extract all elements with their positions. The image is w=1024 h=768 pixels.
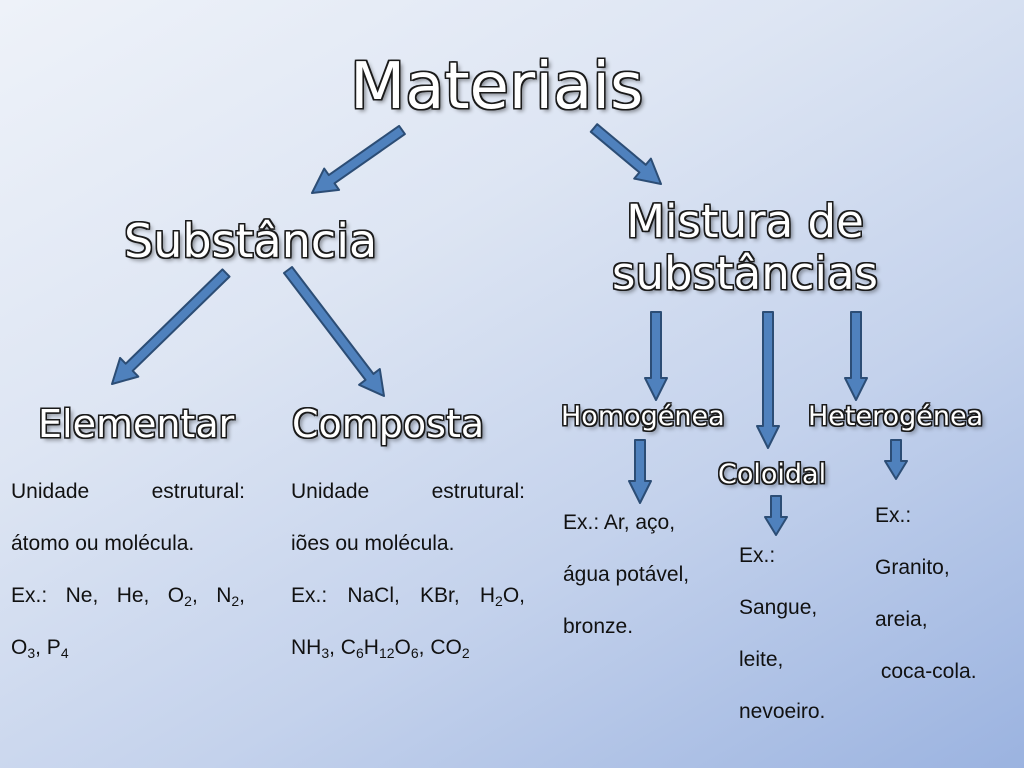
heterogenea-line2: Granito, xyxy=(875,556,950,579)
node-mistura-line1: Mistura de xyxy=(626,195,864,248)
node-composta: Composta xyxy=(292,402,485,446)
title-materiais: Materiais xyxy=(350,50,644,124)
sub-c6: 6 xyxy=(355,645,364,661)
arrow-coloidal-to-examples xyxy=(764,495,788,536)
sub-h12: 12 xyxy=(378,645,395,661)
coloidal-line4: nevoeiro. xyxy=(739,700,826,723)
composta-line1: Unidade estrutural: xyxy=(291,480,525,503)
sub-n2: 2 xyxy=(231,593,240,609)
elementar-sep1: , N xyxy=(191,584,232,607)
sub-nh3: 3 xyxy=(321,645,330,661)
arrow-homogenea-to-examples xyxy=(628,439,652,504)
elementar-o3: O xyxy=(11,636,28,659)
sub-p4: 4 xyxy=(60,645,69,661)
heterogenea-line3: areia, xyxy=(875,608,928,631)
arrow-substancia-to-elementar xyxy=(111,268,231,385)
elementar-description: Unidade estrutural: átomo ou molécula. E… xyxy=(11,466,245,674)
arrow-heterogenea-to-examples xyxy=(884,439,908,480)
node-heterogenea: Heterogénea xyxy=(808,401,984,432)
composta-examples-cont: NH3, C6H12O6, CO2 xyxy=(291,622,525,674)
sub-co2: 2 xyxy=(461,645,470,661)
node-elementar: Elementar xyxy=(38,402,235,446)
composta-co: , CO xyxy=(418,636,462,659)
sub-h2: 2 xyxy=(495,593,503,609)
arrow-mistura-to-coloidal xyxy=(756,311,780,449)
elementar-examples: Ex.: Ne, He, O2, N2, xyxy=(11,570,245,622)
homogenea-line1: Ex.: Ar, aço, xyxy=(563,511,676,534)
composta-o: O xyxy=(394,636,411,659)
coloidal-line2: Sangue, xyxy=(739,596,818,619)
composta-description: Unidade estrutural: iões ou molécula. Ex… xyxy=(291,466,525,674)
sub-o2: 2 xyxy=(184,593,192,609)
node-mistura-de-substancias: Mistura de substâncias xyxy=(590,196,900,300)
arrow-mistura-to-heterogenea xyxy=(844,311,868,401)
elementar-ex-prefix: Ex.: Ne, He, O xyxy=(11,584,185,607)
node-coloidal: Coloidal xyxy=(718,459,827,490)
homogenea-description: Ex.: Ar, aço, água potável, bronze. xyxy=(563,497,733,653)
composta-ex-prefix: Ex.: NaCl, KBr, H xyxy=(291,584,496,607)
node-mistura-line2: substâncias xyxy=(612,247,878,300)
homogenea-line2: água potável, xyxy=(563,563,690,586)
coloidal-line3: leite, xyxy=(739,648,784,671)
heterogenea-description: Ex.: Granito, areia, coca-cola. xyxy=(875,490,1015,698)
node-substancia: Substância xyxy=(124,214,378,268)
sub-o6: 6 xyxy=(410,645,419,661)
arrow-group xyxy=(111,123,908,536)
arrow-materiais-to-substancia xyxy=(311,124,406,194)
coloidal-description: Ex.: Sangue, leite, nevoeiro. xyxy=(739,530,869,738)
composta-line2: iões ou molécula. xyxy=(291,532,455,555)
elementar-line2: átomo ou molécula. xyxy=(11,532,195,555)
elementar-examples-cont: O3, P4 xyxy=(11,622,245,674)
heterogenea-line4: coca-cola. xyxy=(875,660,977,683)
composta-nh: NH xyxy=(291,636,322,659)
coloidal-line1: Ex.: xyxy=(739,544,776,567)
elementar-sep3: , P xyxy=(35,636,61,659)
composta-h: H xyxy=(363,636,379,659)
arrow-materiais-to-mistura xyxy=(589,123,662,185)
homogenea-line3: bronze. xyxy=(563,615,634,638)
composta-c: , C xyxy=(329,636,356,659)
sub-o3: 3 xyxy=(27,645,36,661)
node-homogenea: Homogénea xyxy=(561,401,725,432)
arrow-mistura-to-homogenea xyxy=(644,311,668,401)
elementar-line1: Unidade estrutural: xyxy=(11,480,245,503)
heterogenea-line1: Ex.: xyxy=(875,504,912,527)
elementar-sep2: , xyxy=(239,584,245,607)
arrow-substancia-to-composta xyxy=(283,266,385,397)
composta-h2o-end: O, xyxy=(502,584,525,607)
composta-examples: Ex.: NaCl, KBr, H2O, xyxy=(291,570,525,622)
